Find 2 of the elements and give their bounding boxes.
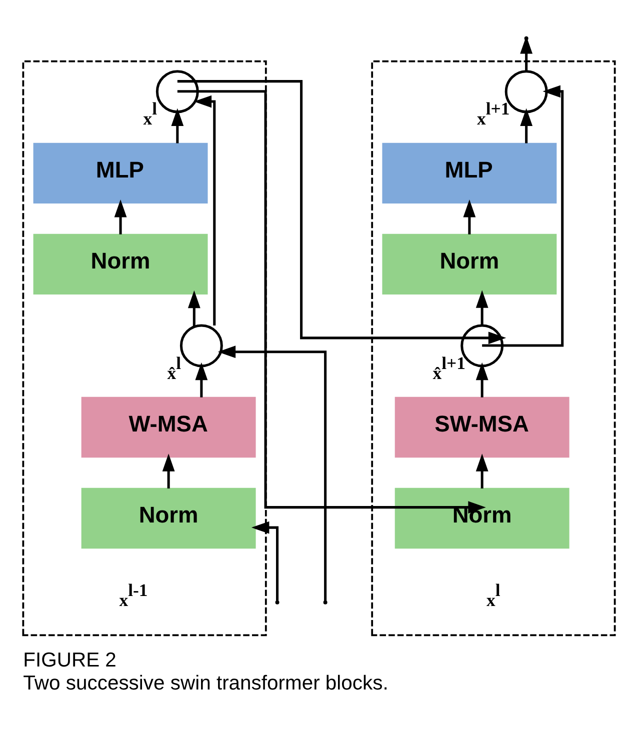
diagram-title: FIGURE 2 [23, 650, 116, 672]
caption: Two successive swin transformer blocks. [23, 672, 388, 694]
